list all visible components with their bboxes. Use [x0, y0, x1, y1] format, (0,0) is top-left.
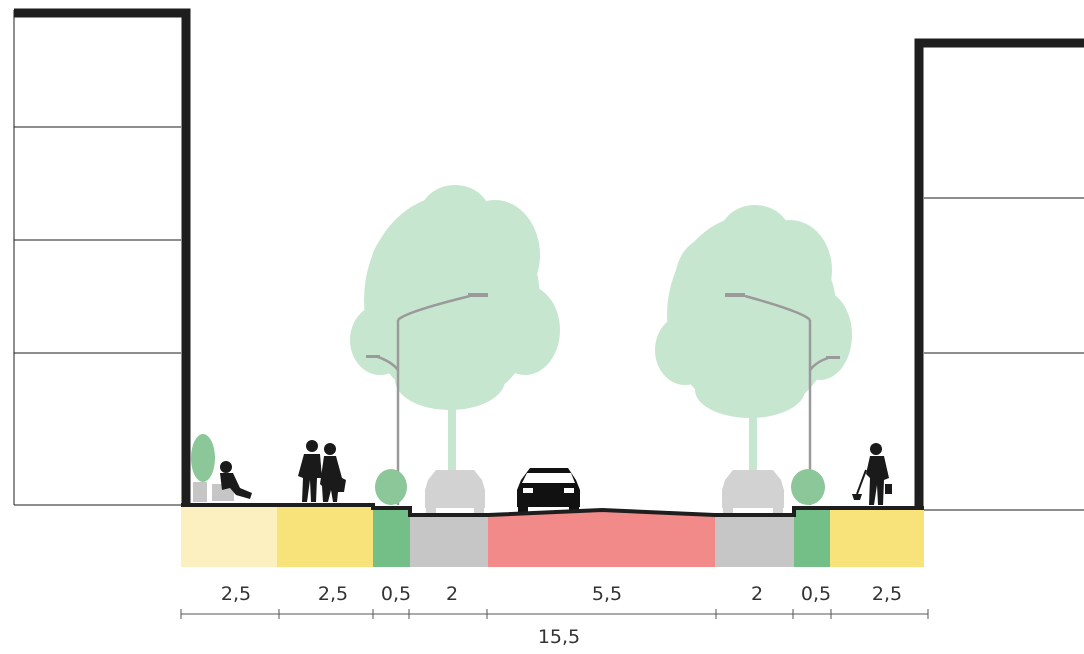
segment-private-frontage — [181, 507, 277, 567]
person-sitting — [220, 461, 252, 499]
tree-left-trunk — [448, 380, 456, 480]
tree-left — [350, 185, 560, 480]
dim-label-sidewalk-left: 2,5 — [318, 583, 348, 605]
moving-car-roadway — [517, 468, 580, 512]
streetlight-left-arm-long — [397, 294, 471, 321]
segment-planting-left — [373, 509, 410, 567]
couple-walking — [298, 440, 346, 502]
tree-right — [655, 205, 852, 480]
dim-label-planting-right: 0,5 — [801, 583, 831, 605]
building-left — [13, 8, 191, 506]
streetlight-left-lamp — [468, 293, 488, 297]
dim-label-parking-left: 2 — [446, 583, 458, 605]
streetlight-right-arm-long — [744, 294, 811, 321]
planter-box — [193, 482, 207, 502]
streetlight-right-lamp — [725, 293, 745, 297]
shrub-left — [375, 469, 407, 505]
planter-plant — [191, 434, 215, 482]
streetlight-right-lamp-small — [826, 356, 840, 359]
segment-planting-right — [794, 509, 830, 567]
section-strips — [181, 507, 924, 567]
dim-label-sidewalk-right: 2,5 — [872, 583, 902, 605]
streetlight-left-lamp-small — [366, 355, 380, 358]
dimension-line — [180, 609, 929, 619]
person-with-broom — [852, 443, 892, 505]
segment-sidewalk-right — [830, 509, 924, 567]
parked-car-right — [722, 470, 784, 513]
segment-sidewalk-left — [277, 507, 373, 567]
parked-car-left — [425, 470, 485, 513]
ground-profile-line — [181, 503, 924, 517]
building-left-outline — [14, 8, 191, 505]
dim-label-total-width: 15,5 — [538, 626, 580, 648]
tree-right-trunk — [749, 390, 757, 480]
shrub-right — [791, 469, 825, 505]
segment-roadway — [488, 510, 715, 567]
planter-left-near-building — [191, 434, 215, 502]
building-right-outline — [914, 38, 1084, 509]
dim-label-planting-left: 0,5 — [381, 583, 411, 605]
segment-parking-left — [410, 515, 488, 567]
dimension-labels: 2,5 2,5 0,5 2 5,5 2 0,5 2,5 — [221, 583, 902, 605]
dim-label-roadway: 5,5 — [592, 583, 622, 605]
streetlight-left-arm-short — [377, 355, 399, 371]
dim-label-private-frontage: 2,5 — [221, 583, 251, 605]
dim-label-parking-right: 2 — [751, 583, 763, 605]
building-right — [914, 38, 1084, 511]
segment-parking-right — [715, 515, 794, 567]
